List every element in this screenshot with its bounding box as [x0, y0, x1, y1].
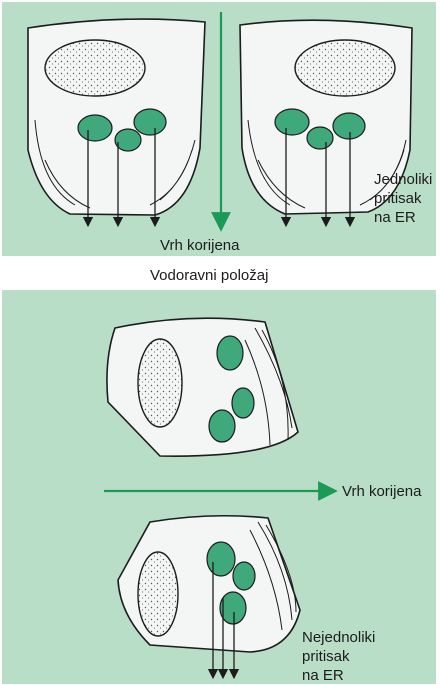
nonuniform-pressure-label: Nejednoliki pritisak na ER [302, 628, 375, 685]
root-tip-label-bottom: Vrh korijena [342, 482, 421, 501]
horizontal-position-title: Vodoravni položaj [150, 266, 268, 285]
nonuniform-pressure-line: na ER [302, 666, 375, 685]
top-left-cell [28, 19, 205, 215]
bottom-upper-cell [107, 318, 298, 456]
nucleus [295, 40, 395, 96]
root-tip-label-top: Vrh korijena [160, 236, 239, 255]
uniform-pressure-line: Jednoliki [374, 170, 432, 189]
uniform-pressure-line: pritisak [374, 189, 432, 208]
nonuniform-pressure-line: pritisak [302, 647, 375, 666]
bottom-lower-cell [118, 516, 300, 652]
uniform-pressure-label: Jednoliki pritisak na ER [374, 170, 432, 227]
nonuniform-pressure-line: Nejednoliki [302, 628, 375, 647]
nucleus [138, 552, 178, 636]
uniform-pressure-line: na ER [374, 208, 432, 227]
nucleus [138, 339, 182, 427]
nucleus [45, 40, 145, 96]
